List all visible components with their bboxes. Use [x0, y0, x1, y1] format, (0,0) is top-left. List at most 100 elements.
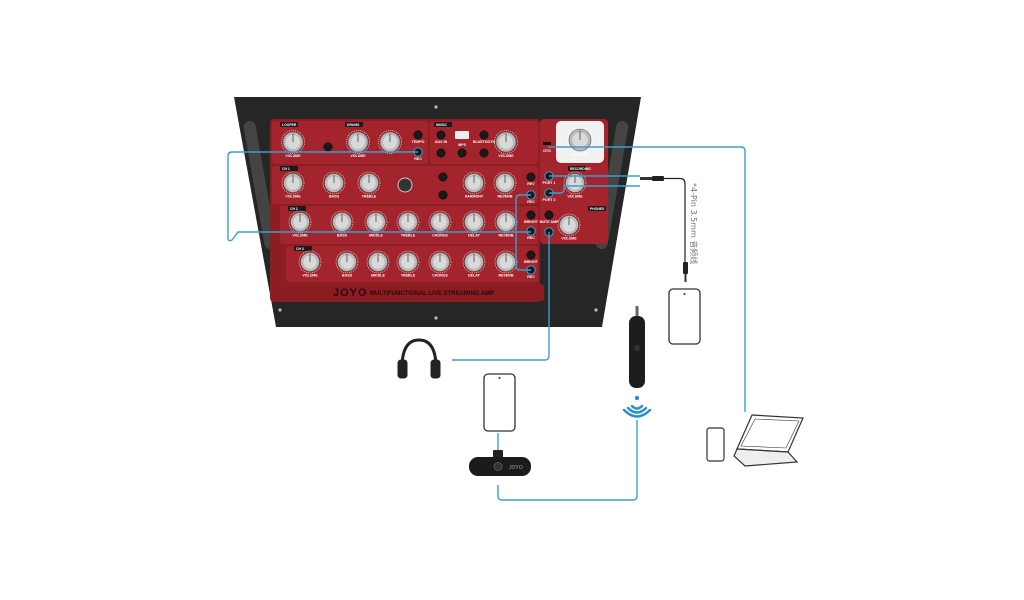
bluetooth-label: BLUETOOTH — [473, 140, 496, 144]
drums-volume-label: VOLUME — [350, 154, 366, 158]
tempo-label: TEMPO — [412, 140, 425, 144]
bluetooth-button[interactable] — [479, 130, 489, 140]
ch1-volume-label: VOLUME — [285, 195, 301, 199]
music-play-button[interactable] — [457, 148, 467, 158]
aux-in-button[interactable] — [436, 130, 446, 140]
ch2-delay-knob[interactable] — [462, 210, 486, 234]
ch1-bass-label: BASS — [329, 195, 340, 199]
mute-amp-button[interactable] — [544, 210, 554, 220]
looper-rec-label: REC — [414, 157, 422, 161]
ch3-reverb-label: REVERB — [499, 274, 514, 278]
looper-section-label: LOOPER — [282, 123, 297, 127]
music-next-button[interactable] — [479, 148, 489, 158]
ch2-bass-label: BASS — [337, 234, 348, 238]
ch2-rec-button[interactable] — [526, 226, 536, 236]
ch3-delay-knob[interactable] — [462, 250, 486, 274]
ch3-middle-knob[interactable] — [366, 250, 390, 274]
drums-volume-knob[interactable] — [346, 130, 370, 154]
looper-footswitch-button[interactable] — [323, 142, 333, 152]
phones-volume-label: VOLUME — [561, 237, 577, 241]
ch1-harmony-label: HARMONY — [465, 195, 484, 199]
smartphone-icon — [483, 373, 516, 432]
ch3-bright-label: BRIGHT — [524, 260, 539, 264]
ch2-volume-knob[interactable] — [288, 210, 312, 234]
amp-brand-logo: JOYO — [333, 287, 368, 299]
ch2-rec-label: REC — [527, 236, 535, 240]
ch3-middle-label: MIDDLE — [371, 274, 385, 278]
aux-in-label: AUX IN — [435, 140, 448, 144]
port1-label: PORT 1 — [543, 181, 556, 185]
music-volume-knob[interactable] — [494, 130, 518, 154]
trrs-cable — [640, 176, 688, 282]
dongle-brand: JOYO — [509, 465, 523, 471]
ch3-bright-button[interactable] — [526, 250, 536, 260]
ch2-chorus-knob[interactable] — [428, 210, 452, 234]
ch2-volume-label: VOLUME — [292, 234, 308, 238]
ch1-effect-a-button[interactable] — [438, 172, 448, 182]
ch3-volume-knob[interactable] — [298, 250, 322, 274]
cables — [227, 146, 746, 501]
laptop-icon — [733, 414, 804, 467]
ch2-bass-knob[interactable] — [330, 210, 354, 234]
recording-volume-label: VOLUME — [567, 195, 583, 199]
port2-label: PORT 2 — [543, 198, 556, 202]
drums-style-knob[interactable] — [378, 130, 402, 154]
smartphone-icon — [668, 288, 701, 345]
music-volume-label: VOLUME — [498, 154, 514, 158]
ch3-volume-label: VOLUME — [302, 274, 318, 278]
wireless-signal-icon — [622, 395, 652, 418]
phones-volume-knob[interactable] — [557, 213, 581, 237]
ch3-treble-label: TREBLE — [401, 274, 416, 278]
ch2-middle-label: MIDDLE — [369, 234, 383, 238]
master-volume-knob[interactable] — [567, 127, 593, 153]
mute-amp-label: MUTE AMP — [539, 220, 559, 224]
ch1-rec-label: REC — [527, 200, 535, 204]
ch3-bass-label: BASS — [342, 274, 353, 278]
headphones-icon — [397, 338, 441, 379]
ch3-rec-label: REC — [527, 275, 535, 279]
ch2-bright-button[interactable] — [526, 210, 536, 220]
music-section-label: MUSIC — [436, 123, 447, 127]
ch3-reverb-knob[interactable] — [494, 250, 518, 274]
ch1-treble-knob[interactable] — [357, 171, 381, 195]
effect-selector-knob[interactable] — [397, 177, 413, 193]
smartphone-icon — [706, 427, 725, 462]
otg-port[interactable] — [543, 142, 551, 145]
ch3-treble-knob[interactable] — [396, 250, 420, 274]
ch3-bass-knob[interactable] — [335, 250, 359, 274]
ch1-reverb-knob[interactable] — [493, 171, 517, 195]
tempo-button[interactable] — [413, 130, 423, 140]
ch2-treble-label: TREBLE — [401, 234, 416, 238]
ch1-treble-label: TREBLE — [362, 195, 377, 199]
otg-label: OTG — [543, 149, 551, 153]
ch2-section-label: CH 2 — [290, 207, 298, 211]
mp3-label: MP3 — [458, 143, 465, 147]
ch1-rev-label: REV — [527, 182, 535, 186]
ch3-section-label: CH 3 — [296, 247, 304, 251]
ch1-reverb-label: REVERB — [498, 195, 513, 199]
usb-c-wireless-dongle: JOYO — [469, 450, 531, 476]
looper-volume-label: VOLUME — [285, 154, 301, 158]
ch1-effect-b-button[interactable] — [438, 190, 448, 200]
ch1-bass-knob[interactable] — [322, 171, 346, 195]
music-prev-button[interactable] — [436, 148, 446, 158]
ch2-delay-label: DELAY — [468, 234, 480, 238]
ch1-rev-button[interactable] — [526, 172, 536, 182]
ch3-chorus-label: CHORUS — [432, 274, 448, 278]
recording-section-label: RECORDING — [570, 167, 591, 171]
ch1-volume-knob[interactable] — [281, 171, 305, 195]
usb-port[interactable] — [455, 131, 469, 139]
ch2-reverb-label: REVERB — [499, 234, 514, 238]
ch3-chorus-knob[interactable] — [428, 250, 452, 274]
cable-note: *4-Pin 3.5mm 音频线 — [689, 183, 699, 264]
ch2-middle-knob[interactable] — [364, 210, 388, 234]
ch1-harmony-knob[interactable] — [462, 171, 486, 195]
looper-volume-knob[interactable] — [281, 130, 305, 154]
amp-title: MULTIFUNCTIONAL LIVE STREAMING AMP — [370, 291, 494, 297]
ch3-delay-label: DELAY — [468, 274, 480, 278]
bluetooth-receiver — [629, 306, 645, 388]
drums-section-label: DRUMS — [347, 123, 360, 127]
ch1-section-label: CH 1 — [282, 167, 290, 171]
